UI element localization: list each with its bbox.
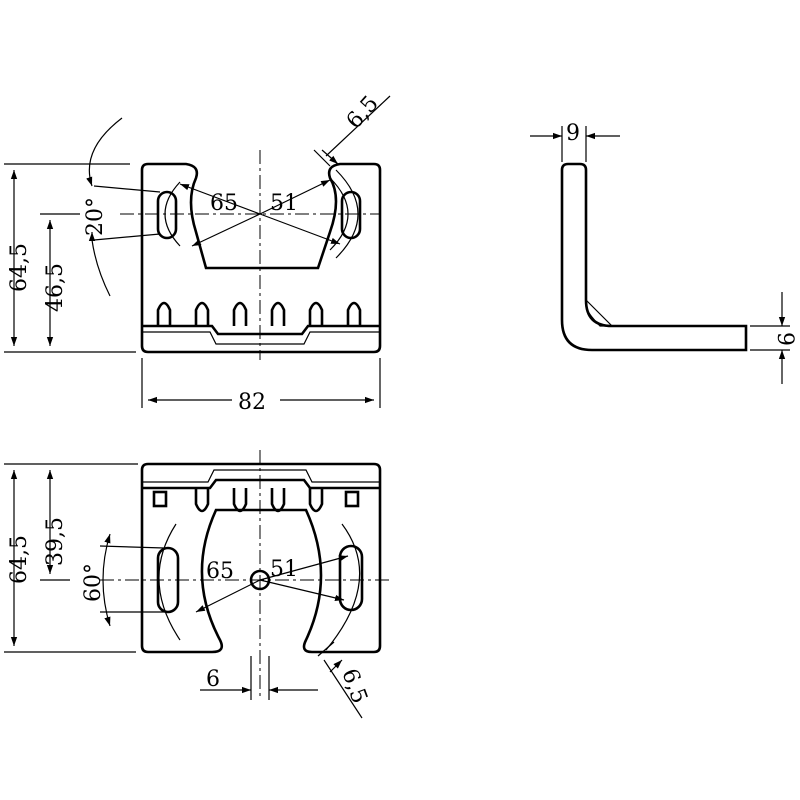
bottom-hole-offset-label: 6 xyxy=(206,667,220,692)
bottom-view: 65 51 60° 64,5 39,5 6 6,5 xyxy=(4,450,390,719)
top-view-teeth xyxy=(156,301,362,326)
bottom-radius-small-label: 51 xyxy=(270,557,298,582)
bottom-view-outline xyxy=(140,462,382,654)
bottom-height-overall-label: 64,5 xyxy=(7,535,32,584)
side-thickness-right-label: 9 xyxy=(772,332,797,346)
side-view: 9 9 xyxy=(530,121,797,384)
top-height-partial-label: 46,5 xyxy=(43,263,68,312)
top-view-base-strip xyxy=(142,324,380,336)
top-radius-large-label: 65 xyxy=(210,191,238,216)
top-height-overall-label: 64,5 xyxy=(7,243,32,292)
bottom-radius-large-label: 65 xyxy=(206,559,234,584)
side-view-outline xyxy=(560,162,748,352)
top-view: 65 51 20° 64,5 46,5 82 6,5 xyxy=(4,91,391,415)
bottom-angle-label: 60° xyxy=(81,563,106,602)
top-angle-label: 20° xyxy=(83,197,108,236)
top-slot-width-label: 6,5 xyxy=(342,91,384,134)
top-view-slot-left xyxy=(156,190,178,240)
top-view-outline xyxy=(140,162,382,354)
top-width-label: 82 xyxy=(238,390,266,415)
bottom-height-partial-label: 39,5 xyxy=(43,517,68,566)
top-radius-small-label: 51 xyxy=(270,191,298,216)
side-thickness-top-label: 9 xyxy=(566,121,580,146)
bottom-slot-width-label: 6,5 xyxy=(336,666,371,707)
bottom-view-teeth xyxy=(152,488,360,513)
